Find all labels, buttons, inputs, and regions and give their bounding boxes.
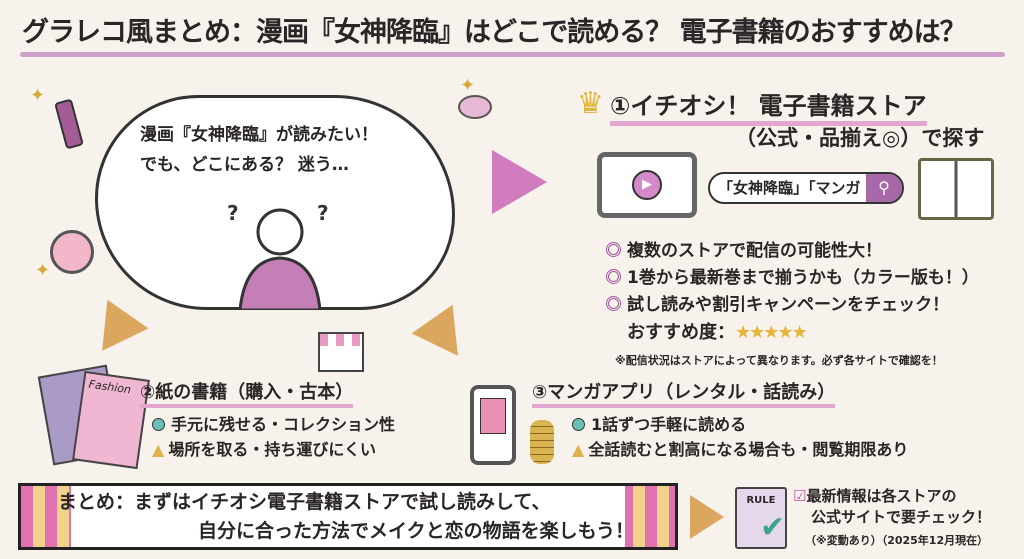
option1-heading: ①イチオシ！ 電子書籍ストア — [610, 86, 927, 126]
final-line: ☑最新情報は各ストアの — [793, 486, 991, 507]
summary-box — [18, 483, 678, 550]
con-text: 場所を取る・持ち運びにくい — [168, 440, 376, 459]
arrow-right-icon — [690, 495, 724, 539]
final-subnote: （※変動あり）（2025年12月現在） — [805, 534, 989, 547]
checkbox-icon: ☑ — [793, 487, 807, 505]
summary-text: まとめ：まずはイチオシ電子書籍ストアで試し読みして、 自分に合った方法でメイクと… — [58, 488, 634, 546]
search-bar[interactable]: 「女神降臨」「マンガ ⚲ — [708, 172, 904, 204]
thought-line: 漫画『女神降臨』が読みたい！ — [140, 125, 378, 145]
circle-icon — [152, 418, 165, 431]
con-item: ▲場所を取る・持ち運びにくい — [152, 437, 395, 462]
triangle-icon: ▲ — [152, 440, 165, 459]
thought-text: 漫画『女神降臨』が読みたい！ でも、どこにある？ 迷う… — [140, 120, 378, 180]
circle-icon — [572, 418, 585, 431]
option2-list: 手元に残せる・コレクション性 ▲場所を取る・持ち運びにくい — [152, 412, 395, 462]
page-title: グラレコ風まとめ：漫画『女神降臨』はどこで読める？ 電子書籍のおすすめは？ — [22, 17, 967, 48]
open-book-icon — [918, 158, 994, 220]
play-icon: ▶ — [632, 170, 662, 200]
coins-icon — [530, 420, 554, 464]
compact-icon — [458, 95, 492, 119]
con-item: ▲全話読むと割高になる場合も・閲覧期限あり — [572, 437, 908, 462]
star-rating: ★★★★★ — [735, 322, 808, 343]
triangle-icon: ▲ — [572, 440, 585, 459]
double-circle-icon — [606, 296, 621, 311]
pro-item: 手元に残せる・コレクション性 — [152, 412, 395, 437]
arrow-down-right-icon — [411, 304, 479, 371]
option3-list: 1話ずつ手軽に読める ▲全話読むと割高になる場合も・閲覧期限あり — [572, 412, 908, 462]
pro-text: 手元に残せる・コレクション性 — [171, 415, 396, 434]
bullet-item: 1巻から最新巻まで揃うかも（カラー版も！） — [606, 265, 979, 292]
checkmark-icon: ✔ — [760, 510, 786, 545]
shop-icon — [318, 332, 364, 372]
rating-label: おすすめ度： — [627, 322, 735, 343]
sparkle-icon: ✦ — [35, 260, 51, 281]
arrow-right-icon — [492, 150, 547, 214]
final-line-text: 最新情報は各ストアの — [806, 487, 957, 505]
svg-text:?: ? — [317, 201, 329, 225]
summary-line: 自分に合った方法でメイクと恋の物語を楽しもう！ — [198, 520, 635, 542]
arrow-down-left-icon — [81, 299, 149, 366]
sparkle-icon: ✦ — [460, 75, 476, 96]
option3-heading: ③マンガアプリ（レンタル・話読み） — [532, 378, 836, 408]
sparkle-icon: ✦ — [30, 85, 46, 106]
option1-subheading: （公式・品揃え◎）で探す — [735, 126, 985, 150]
fashion-magazine-icon: Fashion — [72, 370, 150, 470]
rule-book-icon: RULE — [735, 487, 787, 549]
pro-item: 1話ずつ手軽に読める — [572, 412, 908, 437]
option2-heading: ②紙の書籍（購入・古本） — [140, 378, 354, 408]
bullet-text: 1巻から最新巻まで揃うかも（カラー版も！） — [627, 268, 979, 288]
lipstick-icon — [54, 98, 84, 150]
confused-person-illustration: ? ? — [227, 201, 329, 310]
bullet-item: 複数のストアで配信の可能性大！ — [606, 238, 979, 265]
search-input[interactable]: 「女神降臨」「マンガ — [718, 179, 861, 197]
availability-note: ※配信状況はストアによって異なります。必ず各サイトで確認を！ — [615, 354, 943, 367]
con-text: 全話読むと割高になる場合も・閲覧期限あり — [588, 440, 909, 459]
double-circle-icon — [606, 242, 621, 257]
bullet-text: 複数のストアで配信の可能性大！ — [627, 241, 882, 261]
svg-text:?: ? — [227, 201, 239, 225]
summary-line: まとめ：まずはイチオシ電子書籍ストアで試し読みして、 — [58, 491, 551, 513]
manga-panel-icon — [480, 398, 506, 434]
rating-row: おすすめ度：★★★★★ — [606, 319, 979, 346]
bullet-item: 試し読みや割引キャンペーンをチェック！ — [606, 292, 979, 319]
search-icon[interactable]: ⚲ — [866, 174, 902, 202]
title-underline — [20, 52, 1005, 57]
crown-icon: ♛ — [577, 86, 604, 121]
final-line: 公式サイトで要チェック！ — [811, 508, 992, 526]
double-circle-icon — [606, 269, 621, 284]
thought-line: でも、どこにある？ 迷う… — [140, 155, 349, 175]
compact-icon — [50, 230, 94, 274]
pro-text: 1話ずつ手軽に読める — [591, 415, 747, 434]
bullet-text: 試し読みや割引キャンペーンをチェック！ — [627, 295, 950, 315]
option1-bullets: 複数のストアで配信の可能性大！ 1巻から最新巻まで揃うかも（カラー版も！） 試し… — [606, 238, 979, 346]
final-note: ☑最新情報は各ストアの 公式サイトで要チェック！ — [793, 486, 991, 528]
